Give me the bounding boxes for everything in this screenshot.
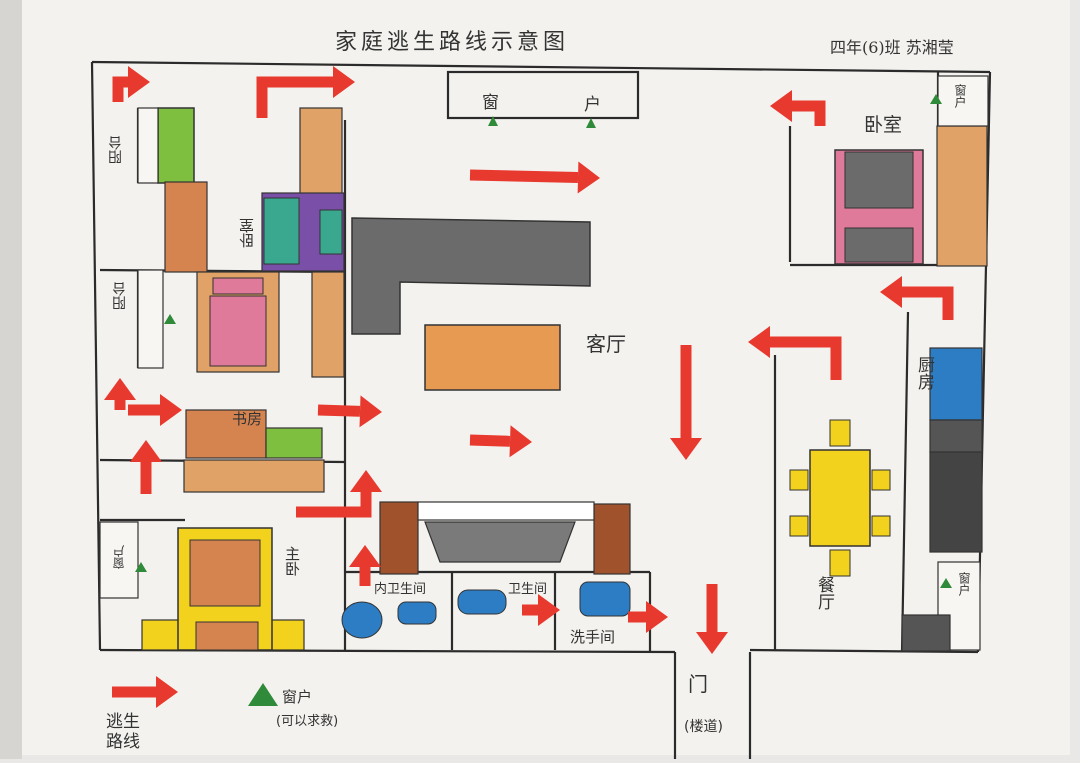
balcony-top-label: 阳台 — [108, 136, 124, 164]
escape-arrow-head — [538, 594, 560, 626]
author-label: 四年(6)班 苏湘莹 — [830, 38, 954, 57]
left-bedroom-label: 卧室 — [238, 218, 256, 248]
paper-shadow-left — [0, 0, 22, 759]
escape-arrow-shaft — [112, 76, 128, 102]
bottom-bedroom-label: 主卧 — [283, 546, 301, 576]
inner-bathroom-label: 内卫生间 — [374, 582, 427, 597]
escape-arrow-shaft — [469, 434, 511, 447]
escape-arrows — [104, 66, 954, 708]
stairwell-label: (楼道) — [684, 719, 723, 735]
right-bedroom — [834, 75, 989, 267]
door-label: 门 — [688, 672, 708, 696]
escape-arrow-shaft — [469, 169, 579, 183]
escape-arrow-head — [333, 66, 355, 98]
escape-arrow-head — [646, 601, 668, 633]
legend-window-note: (可以求救) — [276, 714, 339, 729]
escape-arrow-head — [128, 66, 150, 98]
study-room — [137, 107, 345, 378]
legend-escape-route-label: 逃生路线 — [106, 712, 140, 752]
escape-arrow-head — [349, 545, 381, 567]
escape-arrow-shaft — [770, 336, 842, 380]
window-bottom-left-label: 窗户 — [112, 545, 126, 569]
bathroom-fixtures — [341, 581, 631, 639]
living-room — [351, 217, 631, 575]
window-right-bottom-label: 窗户 — [957, 572, 971, 596]
escape-arrow-head — [770, 90, 792, 122]
escape-arrow-shaft — [317, 404, 361, 417]
dining-label: 餐厅 — [814, 576, 834, 610]
study-label: 书房 — [232, 410, 263, 428]
window-right-top-label: 窗户 — [953, 84, 967, 108]
bottom-bedroom — [99, 521, 305, 651]
escape-arrow-head — [359, 395, 382, 428]
escape-arrow-head — [160, 394, 182, 426]
living-room-label: 客厅 — [586, 332, 626, 356]
escape-arrow-shaft — [256, 76, 333, 118]
dining-table — [789, 419, 891, 577]
escape-arrow-head — [748, 326, 770, 358]
page-title: 家庭逃生路线示意图 — [335, 30, 570, 55]
left-bedroom — [137, 269, 325, 493]
escape-arrow-head — [104, 378, 136, 400]
top-window-label-2: 户 — [584, 95, 601, 115]
legend-window-label: 窗户 — [282, 688, 313, 706]
escape-arrow-head — [696, 632, 728, 654]
right-bedroom-label: 卧室 — [864, 114, 903, 136]
escape-arrow-head — [350, 470, 382, 492]
bathroom-label: 卫生间 — [508, 582, 548, 597]
window-markers — [135, 94, 952, 706]
escape-arrow-head — [156, 676, 178, 708]
escape-arrow-head — [577, 161, 600, 194]
top-window-label-1: 窗 — [482, 93, 499, 113]
escape-arrow-shaft — [296, 492, 372, 518]
washroom-label: 洗手间 — [570, 628, 616, 646]
kitchen-label: 厨房 — [914, 356, 934, 390]
balcony-mid-label: 阳台 — [112, 282, 128, 310]
escape-arrow-head — [880, 276, 902, 308]
escape-arrow-head — [670, 438, 702, 460]
kitchen — [901, 347, 983, 652]
escape-arrow-shaft — [792, 100, 826, 126]
escape-arrow-head — [130, 440, 162, 462]
escape-arrow-head — [509, 425, 532, 458]
escape-arrow-shaft — [902, 286, 954, 320]
